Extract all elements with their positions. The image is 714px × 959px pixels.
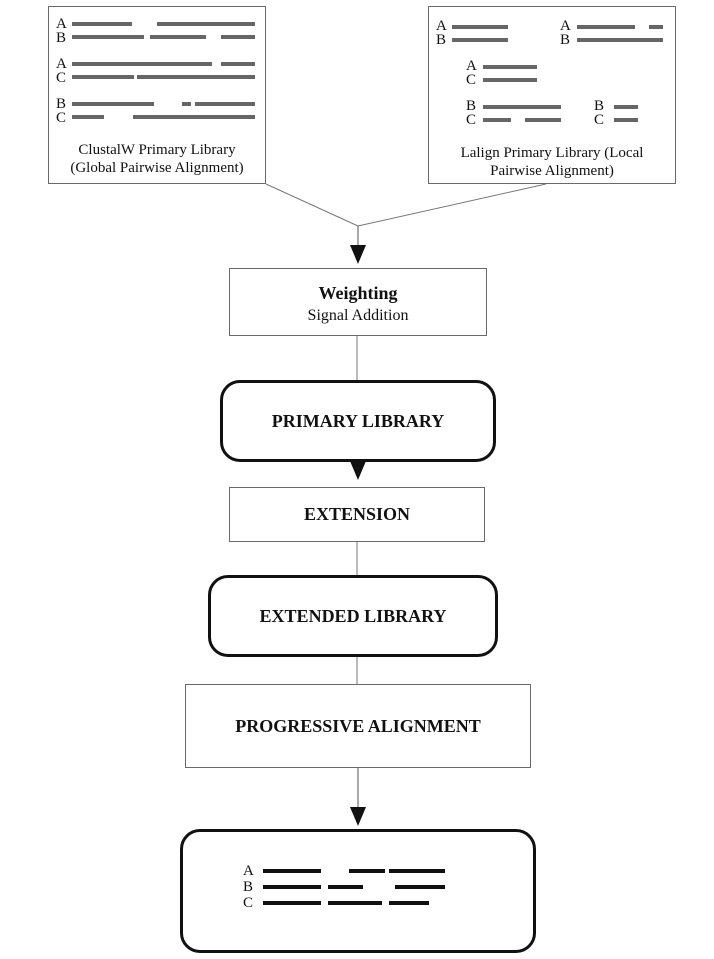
- alignment-segment: [649, 25, 663, 29]
- alignment-segment: [263, 885, 321, 889]
- alignment-segment: [72, 62, 212, 66]
- alignment-segment: [349, 869, 385, 873]
- alignment-segment: [195, 102, 255, 106]
- connector-lalign: [357, 183, 547, 227]
- alignment-segment: [72, 115, 104, 119]
- extended-library-label: EXTENDED LIBRARY: [259, 605, 447, 626]
- alignment-segment: [483, 78, 537, 82]
- extended-library-box: EXTENDED LIBRARY: [208, 575, 498, 657]
- seq-label: B: [56, 30, 67, 46]
- seq-label: A: [466, 58, 477, 74]
- alignment-segment: [157, 22, 255, 26]
- arrow-to-extension: [350, 461, 366, 480]
- alignment-segment: [221, 62, 255, 66]
- clustalw-caption-line2: (Global Pairwise Alignment): [70, 160, 244, 176]
- alignment-segment: [577, 25, 635, 29]
- alignment-segment: [263, 901, 321, 905]
- final-alignment-box: A B C: [180, 829, 536, 953]
- seq-label: A: [56, 56, 67, 72]
- alignment-segment: [395, 885, 445, 889]
- seq-label: A: [56, 16, 67, 32]
- seq-label: C: [466, 72, 477, 88]
- weighting-title: Weighting: [318, 283, 398, 303]
- alignment-segment: [150, 35, 206, 39]
- primary-library-box: PRIMARY LIBRARY: [220, 380, 496, 462]
- seq-label: C: [594, 112, 605, 128]
- alignment-segment: [614, 118, 638, 122]
- arrow-to-result: [350, 807, 366, 826]
- alignment-segment: [328, 901, 382, 905]
- clustalw-caption-line1: ClustalW Primary Library: [78, 142, 236, 158]
- alignment-segment: [577, 38, 663, 42]
- lalign-caption-line1: Lalign Primary Library (Local: [460, 145, 644, 161]
- alignment-segment: [221, 35, 255, 39]
- seq-label: A: [243, 863, 254, 879]
- alignment-segment: [614, 105, 638, 109]
- alignment-segment: [263, 869, 321, 873]
- seq-label: B: [594, 98, 605, 114]
- seq-label: B: [436, 32, 447, 48]
- alignment-segment: [133, 115, 255, 119]
- alignment-segment: [525, 118, 561, 122]
- alignment-segment: [182, 102, 191, 106]
- arrow-to-weighting: [350, 245, 366, 264]
- alignment-segment: [72, 102, 154, 106]
- progressive-alignment-box: PROGRESSIVE ALIGNMENT: [185, 684, 531, 768]
- seq-label: B: [243, 879, 254, 895]
- alignment-segment: [483, 65, 537, 69]
- lalign-caption-line2: Pairwise Alignment): [490, 163, 614, 179]
- seq-label: A: [436, 18, 447, 34]
- alignment-segment: [72, 75, 134, 79]
- seq-label: A: [560, 18, 571, 34]
- seq-label: C: [466, 112, 477, 128]
- alignment-segment: [483, 118, 511, 122]
- progressive-alignment-label: PROGRESSIVE ALIGNMENT: [235, 715, 481, 736]
- alignment-segment: [452, 25, 508, 29]
- extension-box: EXTENSION: [229, 487, 485, 542]
- alignment-segment: [389, 901, 429, 905]
- primary-library-label: PRIMARY LIBRARY: [271, 410, 445, 431]
- seq-label: B: [56, 96, 67, 112]
- alignment-segment: [72, 22, 132, 26]
- alignment-segment: [483, 105, 561, 109]
- alignment-segment: [72, 35, 144, 39]
- seq-label: B: [560, 32, 571, 48]
- clustalw-library-box: A B A C B C ClustalW Primary Library (Gl…: [48, 6, 266, 184]
- weighting-subtitle: Signal Addition: [307, 307, 409, 324]
- connector-clustalw: [265, 183, 359, 227]
- alignment-segment: [452, 38, 508, 42]
- weighting-box: Weighting Signal Addition: [229, 268, 487, 336]
- seq-label: C: [56, 110, 67, 126]
- alignment-segment: [137, 75, 255, 79]
- seq-label: B: [466, 98, 477, 114]
- alignment-segment: [328, 885, 363, 889]
- seq-label: C: [56, 70, 67, 86]
- lalign-library-box: A B A B A C B C B C Lalign Primary Libra…: [428, 6, 676, 184]
- extension-label: EXTENSION: [303, 504, 411, 524]
- alignment-segment: [389, 869, 445, 873]
- seq-label: C: [243, 895, 254, 911]
